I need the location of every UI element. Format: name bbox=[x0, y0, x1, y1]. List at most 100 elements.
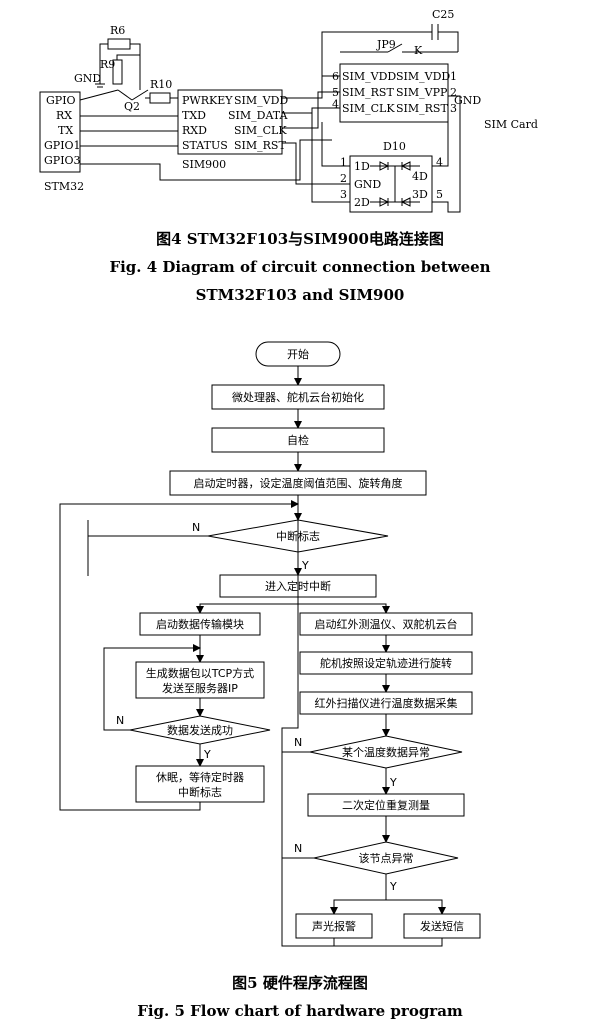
nodeabn-no-label: N bbox=[294, 842, 302, 855]
d10-pin-2d: 2D bbox=[354, 196, 370, 209]
stm32-pin-gpio1: GPIO1 bbox=[44, 139, 81, 152]
fig4-caption-en-2: STM32F103 and SIM900 bbox=[196, 286, 405, 304]
r9-label: R9 bbox=[100, 58, 115, 71]
c25-wire-left bbox=[321, 31, 432, 96]
sim-data-wire bbox=[282, 107, 340, 114]
jp9-label: JP9 bbox=[376, 38, 396, 51]
node-init-text: 微处理器、舵机云台初始化 bbox=[232, 390, 364, 404]
sim900-block bbox=[177, 89, 283, 155]
gnd-label-top: GND bbox=[74, 72, 101, 85]
d10-num-1: 1 bbox=[340, 156, 347, 169]
d10-in3-wire bbox=[311, 113, 350, 203]
node-sleep-text-1: 休眠，等待定时器 bbox=[156, 770, 244, 784]
circuit-diagram: GPIO RX TX GPIO1 GPIO3 STM32 GND R6 R9 Q… bbox=[39, 8, 538, 213]
stm32-pin-rx: RX bbox=[56, 109, 72, 122]
interrupt-no-loop bbox=[87, 535, 208, 576]
q2-collector-wire bbox=[116, 54, 141, 90]
stm32-pin-gpio: GPIO bbox=[46, 94, 76, 107]
sim-vdd-wire bbox=[282, 75, 340, 99]
d10-num-2: 2 bbox=[340, 172, 347, 185]
jp-switch bbox=[387, 43, 403, 53]
d10-pin-1d: 1D bbox=[354, 160, 370, 173]
node-sms bbox=[403, 913, 481, 939]
node-start-text: 开始 bbox=[287, 347, 309, 361]
sim900-pin-sim-clk: SIM_CLK bbox=[234, 124, 287, 137]
simcard-pin-num-3: 3 bbox=[450, 102, 457, 115]
flowchart: 开始 微处理器、舵机云台初始化 自检 启动定时器，设定温度阈值范围、旋转角度 中… bbox=[59, 341, 481, 947]
simcard-pin-sim-clk: SIM_CLK bbox=[342, 102, 395, 115]
simcard-pin-sim-vpp: SIM_VPP bbox=[396, 86, 448, 99]
simcard-pin-num-1: 1 bbox=[450, 70, 457, 83]
simcard-label: SIM Card bbox=[484, 118, 538, 131]
q2-label: Q2 bbox=[124, 100, 140, 113]
tempabn-yes-label: Y bbox=[389, 776, 397, 789]
node-sleep-text-2: 中断标志 bbox=[178, 785, 222, 799]
r6-label: R6 bbox=[110, 24, 125, 37]
node-packet-text-2: 发送至服务器IP bbox=[162, 681, 238, 695]
simcard-pin-sim-vdd: SIM_VDD bbox=[342, 70, 396, 83]
gpio3-wire bbox=[80, 139, 332, 181]
node-timer-text: 启动定时器，设定温度阈值范围、旋转角度 bbox=[194, 476, 403, 490]
simcard-pin-num-4: 4 bbox=[332, 98, 339, 111]
q2-emitter bbox=[117, 89, 133, 101]
simcard-gnd-label: GND bbox=[454, 94, 481, 107]
d10-in2-wire bbox=[295, 170, 350, 185]
k-label: K bbox=[414, 44, 423, 57]
node-data-module-text: 启动数据传输模块 bbox=[156, 617, 244, 631]
fig5-caption-en: Fig. 5 Flow chart of hardware program bbox=[137, 1002, 463, 1020]
d10-pin-3d: 3D bbox=[412, 188, 428, 201]
sendok-no-loop bbox=[103, 644, 201, 731]
sim900-pin-rxd: RXD bbox=[182, 124, 207, 137]
sim900-label: SIM900 bbox=[182, 158, 226, 171]
stm32-pin-gpio3: GPIO3 bbox=[44, 154, 81, 167]
sim900-pin-status: STATUS bbox=[182, 139, 228, 152]
arrow-to-alarm bbox=[330, 899, 386, 915]
arrow-to-sms bbox=[386, 899, 446, 915]
sim-rst-wire bbox=[282, 142, 297, 170]
decision-temp-abnormal-text: 某个温度数据异常 bbox=[342, 745, 430, 759]
fig5-caption-cn: 图5 硬件程序流程图 bbox=[232, 974, 368, 992]
stm32-block bbox=[39, 91, 81, 173]
sim900-pin-pwrkey: PWRKEY bbox=[182, 94, 233, 107]
d10-num-4: 4 bbox=[436, 156, 443, 169]
interrupt-yes-label: Y bbox=[301, 559, 309, 572]
sim-clk-wire bbox=[282, 91, 340, 129]
right-return-loop bbox=[281, 520, 299, 942]
node-sleep bbox=[135, 765, 265, 803]
d10-num-3: 3 bbox=[340, 188, 347, 201]
fig4-caption-cn: 图4 STM32F103与SIM900电路连接图 bbox=[156, 230, 444, 248]
sim900-pin-sim-vdd: SIM_VDD bbox=[234, 94, 288, 107]
node-packet-text-1: 生成数据包以TCP方式 bbox=[146, 666, 254, 680]
alarm-sms-join bbox=[333, 938, 443, 947]
sim900-pin-sim-rst: SIM_RST bbox=[234, 139, 286, 152]
node-selfcheck-text: 自检 bbox=[287, 433, 309, 447]
node-alarm-text: 声光报警 bbox=[312, 919, 356, 933]
node-timer bbox=[169, 470, 427, 496]
simcard-pin-sim-vdd-r: SIM_VDD bbox=[396, 70, 450, 83]
sim900-pin-txd: TXD bbox=[182, 109, 206, 122]
simcard-pin-sim-rst: SIM_RST bbox=[342, 86, 394, 99]
d10-pin-4d: 4D bbox=[412, 170, 428, 183]
stm32-label: STM32 bbox=[44, 180, 84, 193]
decision-node-abnormal-text: 该节点异常 bbox=[359, 851, 414, 865]
simcard-pin-sim-rst-r: SIM_RST bbox=[396, 102, 448, 115]
node-ir-start-text: 启动红外测温仪、双舵机云台 bbox=[315, 617, 458, 631]
r10-label: R10 bbox=[150, 78, 172, 91]
node-scan-text: 红外扫描仪进行温度数据采集 bbox=[315, 696, 458, 710]
nodeabn-yes-label: Y bbox=[389, 880, 397, 893]
node-selfcheck bbox=[211, 427, 385, 453]
d10-in1-wire bbox=[321, 122, 350, 167]
d10-pin-gnd: GND bbox=[354, 178, 381, 191]
arrow-enter-data bbox=[196, 597, 299, 614]
sendok-yes-label: Y bbox=[203, 748, 211, 761]
fig4-caption-en-1: Fig. 4 Diagram of circuit connection bet… bbox=[109, 258, 490, 276]
d10-out5-wire bbox=[432, 95, 461, 213]
sim900-pin-sim-data: SIM_DATA bbox=[228, 109, 289, 122]
c25-label: C25 bbox=[432, 8, 454, 21]
gpio-to-q2-wire bbox=[79, 89, 119, 101]
r10-resistor bbox=[149, 92, 171, 104]
sleep-return-loop bbox=[59, 500, 299, 811]
sendok-no-label: N bbox=[116, 714, 124, 727]
node-relocate-text: 二次定位重复测量 bbox=[342, 798, 430, 812]
